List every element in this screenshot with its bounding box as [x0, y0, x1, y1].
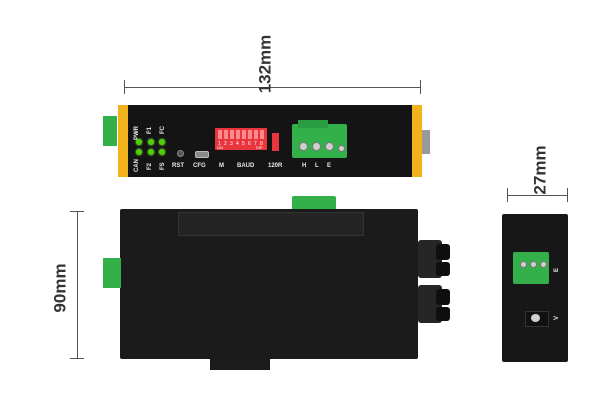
baud-label: BAUD [237, 163, 255, 169]
width-dimension-line [124, 87, 421, 88]
depth-label: 27mm [530, 145, 550, 195]
dip-number-1: 1 [218, 141, 221, 147]
pwr-label: PWR [134, 126, 140, 140]
depth-dimension-line [507, 195, 568, 196]
end-screw-3 [540, 261, 547, 268]
f2-label: F2 [147, 162, 153, 170]
dip-switch-3[interactable] [230, 130, 234, 139]
end-power-terminal [513, 252, 549, 284]
front-left-endcap [118, 105, 128, 177]
dip-switch-7[interactable] [254, 130, 258, 139]
height-tick-bottom [70, 358, 84, 359]
height-tick-top [70, 211, 84, 212]
f1-led [148, 139, 154, 145]
side-top-terminal [292, 196, 336, 212]
terminal-top-tab [298, 120, 328, 128]
fiber-ferrule-lower-b [436, 307, 450, 321]
front-right-endcap [412, 105, 422, 177]
din-rail-clip [210, 356, 270, 370]
120r-label: 120R [268, 163, 283, 169]
can-terminal-block[interactable] [292, 124, 347, 158]
dip-tag-label: DIP [256, 145, 263, 150]
dip-switch-1[interactable] [218, 130, 222, 139]
terminal-screw-extra [338, 145, 345, 152]
dip-switch-8[interactable] [260, 130, 264, 139]
fs-led [159, 149, 165, 155]
baud-dip-switch[interactable]: 1 2 3 4 5 6 7 8 ON DIP [215, 128, 267, 150]
cfg-label: CFG [193, 163, 206, 169]
end-screw-1 [520, 261, 527, 268]
dip-number-8: 8 [260, 141, 263, 147]
terminal-h-label: H [302, 163, 307, 169]
dc-jack-pin [531, 314, 540, 322]
end-screw-2 [530, 261, 537, 268]
m-label: M [219, 163, 224, 169]
fiber-ferrule-upper-b [436, 262, 450, 276]
dip-number-6: 6 [248, 141, 251, 147]
depth-tick-right [567, 188, 568, 202]
f1-label: F1 [147, 126, 153, 134]
dip-switch-2[interactable] [224, 130, 228, 139]
reset-button[interactable] [177, 150, 184, 157]
terminal-screw-l[interactable] [312, 142, 321, 151]
side-left-terminal [103, 258, 121, 288]
fc-label: FC [160, 126, 166, 134]
dip-number-4: 4 [236, 141, 239, 147]
terminal-e-label: E [327, 163, 332, 169]
front-right-flange [422, 130, 430, 154]
front-panel [118, 105, 422, 177]
end-view-body [502, 214, 568, 362]
dip-switch-4[interactable] [236, 130, 240, 139]
termination-switch[interactable] [272, 133, 279, 151]
height-dimension-line [77, 211, 78, 358]
can-label: CAN [134, 159, 140, 172]
can-led [136, 149, 142, 155]
front-side-terminal [103, 116, 117, 146]
end-e-label: E [554, 267, 560, 272]
depth-tick-left [507, 188, 508, 202]
dip-number-2: 2 [224, 141, 227, 147]
pwr-led [136, 139, 142, 145]
fs-label: FS [160, 162, 166, 170]
terminal-screw-e[interactable] [325, 142, 334, 151]
dip-switch-6[interactable] [248, 130, 252, 139]
width-tick-right [420, 80, 421, 94]
width-tick-left [124, 80, 125, 94]
dip-on-label: ON [217, 145, 223, 150]
height-label: 90mm [50, 263, 70, 313]
rst-label: RST [172, 163, 184, 169]
f2-led [148, 149, 154, 155]
side-view-top-plate [178, 212, 364, 236]
fiber-ferrule-upper-a [436, 244, 450, 260]
terminal-screw-h[interactable] [299, 142, 308, 151]
width-label: 132mm [255, 34, 275, 94]
dip-number-3: 3 [230, 141, 233, 147]
end-v-label: V [554, 315, 560, 320]
dip-switch-5[interactable] [242, 130, 246, 139]
fc-led [159, 139, 165, 145]
dip-number-5: 5 [242, 141, 245, 147]
dip-number-7: 7 [254, 141, 257, 147]
terminal-l-label: L [315, 163, 319, 169]
config-port[interactable] [195, 151, 209, 158]
fiber-ferrule-lower-a [436, 289, 450, 305]
